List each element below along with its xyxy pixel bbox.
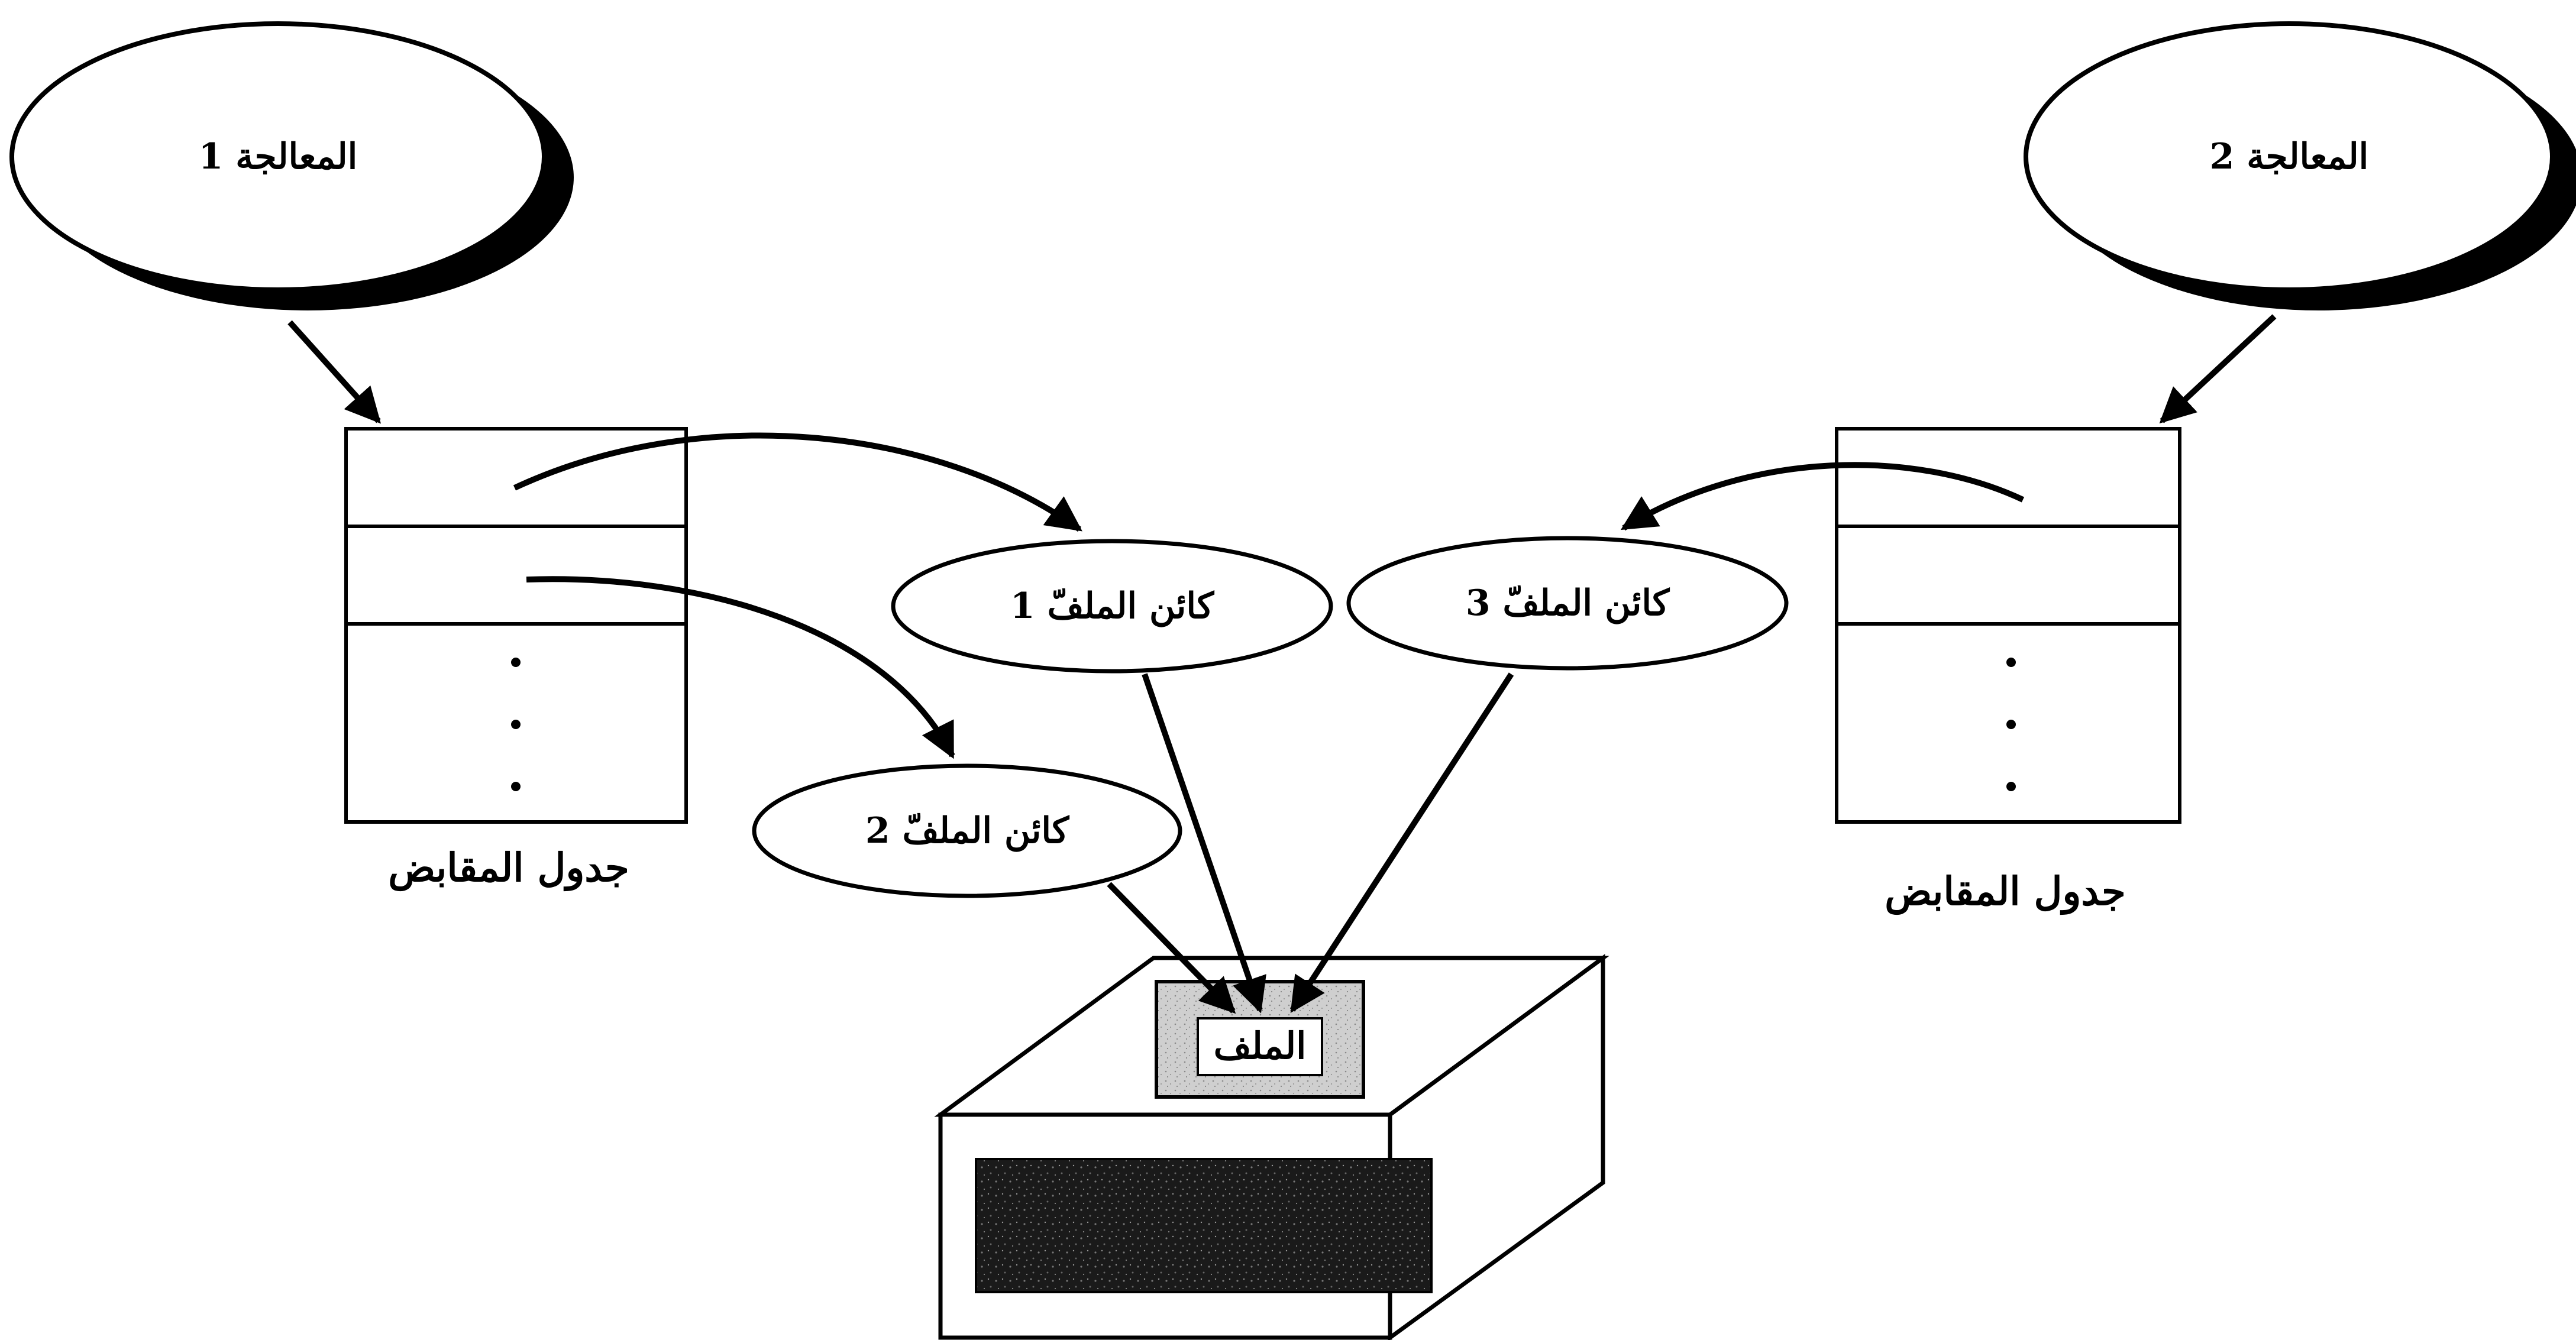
process-1-node: المعالجة 1 xyxy=(9,21,574,310)
edge-file-object-2-to-file xyxy=(1107,882,1236,1014)
file-object-3-ellipse xyxy=(1346,536,1789,671)
file-object-3-label: كائن الملفّ 3 xyxy=(1466,582,1670,624)
edge-handle-left-row1-to-file-object-1 xyxy=(513,432,1082,532)
edge-process-2-to-handle-table-right xyxy=(2159,314,2277,424)
process-1-ellipse xyxy=(9,21,547,292)
ellipsis-dot xyxy=(511,658,521,667)
ellipsis-dot xyxy=(511,782,521,791)
file-object-3-node: كائن الملفّ 3 xyxy=(1346,536,1789,671)
disk-drive-screen xyxy=(975,1158,1433,1293)
ellipsis-dot xyxy=(511,720,521,729)
edge-process-1-to-handle-table-left xyxy=(287,320,382,424)
file-object-1-node: كائن الملفّ 1 xyxy=(891,539,1333,674)
handle-table-left: جدول المقابض xyxy=(344,427,688,892)
handle-table-right-label: جدول المقابض xyxy=(1885,868,2126,915)
process-2-label: المعالجة 2 xyxy=(2210,136,2369,177)
edge-handle-right-row1-to-file-object-3 xyxy=(1620,462,2025,531)
file-label: الملف xyxy=(1214,1024,1307,1067)
ellipsis-dot xyxy=(2006,782,2016,791)
file-label-backdrop xyxy=(1197,1017,1323,1076)
file-object-1-ellipse xyxy=(891,539,1333,674)
process-2-ellipse xyxy=(2024,21,2555,292)
file-object-1-label: كائن الملفّ 1 xyxy=(1010,585,1215,627)
file-object-2-label: كائن الملفّ 2 xyxy=(865,810,1070,852)
edge-file-object-1-to-file xyxy=(1142,673,1266,1014)
process-1-label: المعالجة 1 xyxy=(199,136,358,177)
file-node: الملف xyxy=(1155,980,1365,1099)
file-object-2-node: كائن الملفّ 2 xyxy=(752,763,1182,898)
edge-handle-left-row2-to-file-object-2 xyxy=(526,576,955,759)
file-object-2-ellipse xyxy=(752,763,1182,898)
handle-table-left-label: جدول المقابض xyxy=(388,844,629,892)
process-2-node: المعالجة 2 xyxy=(2024,21,2576,310)
edge-file-object-3-to-file xyxy=(1289,672,1514,1014)
ellipsis-dot xyxy=(2006,720,2016,729)
ellipsis-dot xyxy=(2006,658,2016,667)
handle-table-right: جدول المقابض xyxy=(1835,427,2181,915)
